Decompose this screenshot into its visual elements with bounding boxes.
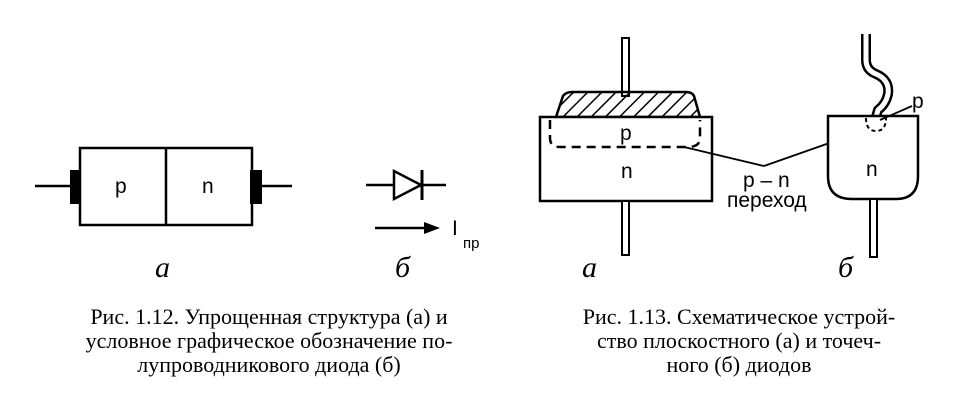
fig-1-12a-structure: p n а	[35, 146, 292, 284]
caption-fig-1-13: Рис. 1.13. Схематическое устрой- ство пл…	[534, 305, 944, 377]
caption-line: лупроводникового диода (б)	[137, 352, 401, 377]
fig-1-13b-letter: б	[838, 251, 854, 284]
caption-line: ство плоскостного (а) и точеч-	[596, 328, 882, 353]
junction-pointer-a	[683, 146, 765, 167]
p-region-label: p	[115, 175, 127, 198]
caption-line: Рис. 1.12. Упрощенная структура (а) и	[90, 304, 448, 329]
pn-label: p – n	[743, 169, 790, 192]
fig-1-13b-point-diode: p n б	[826, 34, 924, 284]
pn-junction-boundary	[548, 120, 702, 149]
junction-label: переход	[727, 189, 807, 212]
fig-1-12a-letter: а	[155, 251, 170, 284]
fig-1-13a-letter: а	[582, 251, 597, 284]
p-pointer	[879, 105, 913, 121]
right-contact	[250, 170, 262, 204]
fig-1-12b-letter: б	[395, 251, 411, 284]
current-subscript: пр	[463, 235, 479, 252]
diode-triangle-icon	[392, 168, 424, 202]
n-region-label: n	[866, 158, 878, 181]
fig-1-12b-symbol: I пр б	[366, 168, 479, 284]
caption-line: условное графическое обозначение по-	[85, 328, 453, 353]
current-arrow-head-icon	[424, 222, 440, 234]
crystal-body	[826, 114, 920, 201]
caption-line: ного (б) диодов	[666, 352, 812, 377]
point-junction	[865, 117, 887, 133]
semiconductor-body	[538, 115, 714, 203]
n-region-label: n	[621, 160, 633, 183]
bottom-lead	[621, 200, 630, 256]
current-label: I	[452, 217, 458, 240]
p-region-label: p	[912, 90, 924, 113]
caption-fig-1-12: Рис. 1.12. Упрощенная структура (а) и ус…	[26, 305, 512, 377]
fig-1-13a-planar-diode: p n p – n переход а	[538, 37, 873, 284]
caption-line: Рис. 1.13. Схематическое устрой-	[582, 304, 896, 329]
p-region-label: p	[620, 122, 632, 145]
top-lead	[621, 37, 630, 97]
n-region-label: n	[202, 175, 214, 198]
whisker-inner	[863, 34, 891, 125]
bottom-lead	[869, 198, 878, 258]
metal-contact	[554, 90, 702, 119]
